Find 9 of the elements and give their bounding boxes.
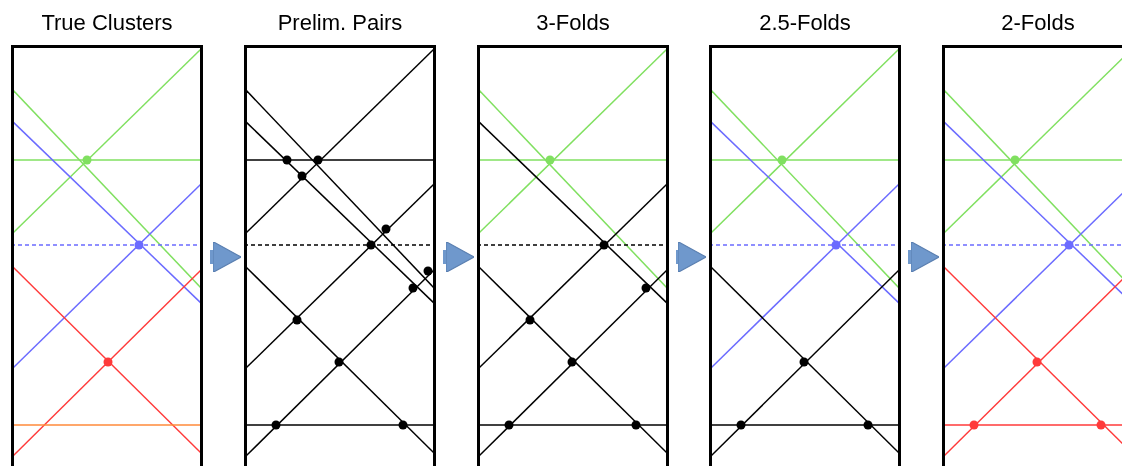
panel-title: 2.5-Folds: [758, 10, 852, 36]
panel-title: Prelim. Pairs: [276, 10, 404, 36]
panel-title: 2-Folds: [1000, 10, 1076, 36]
block-arrow: [908, 241, 940, 273]
block-arrow: [210, 241, 242, 273]
block-arrow: [443, 241, 475, 273]
panel-title: 3-Folds: [535, 10, 611, 36]
block-arrow: [676, 241, 707, 273]
panel-title: True Clusters: [40, 10, 174, 36]
